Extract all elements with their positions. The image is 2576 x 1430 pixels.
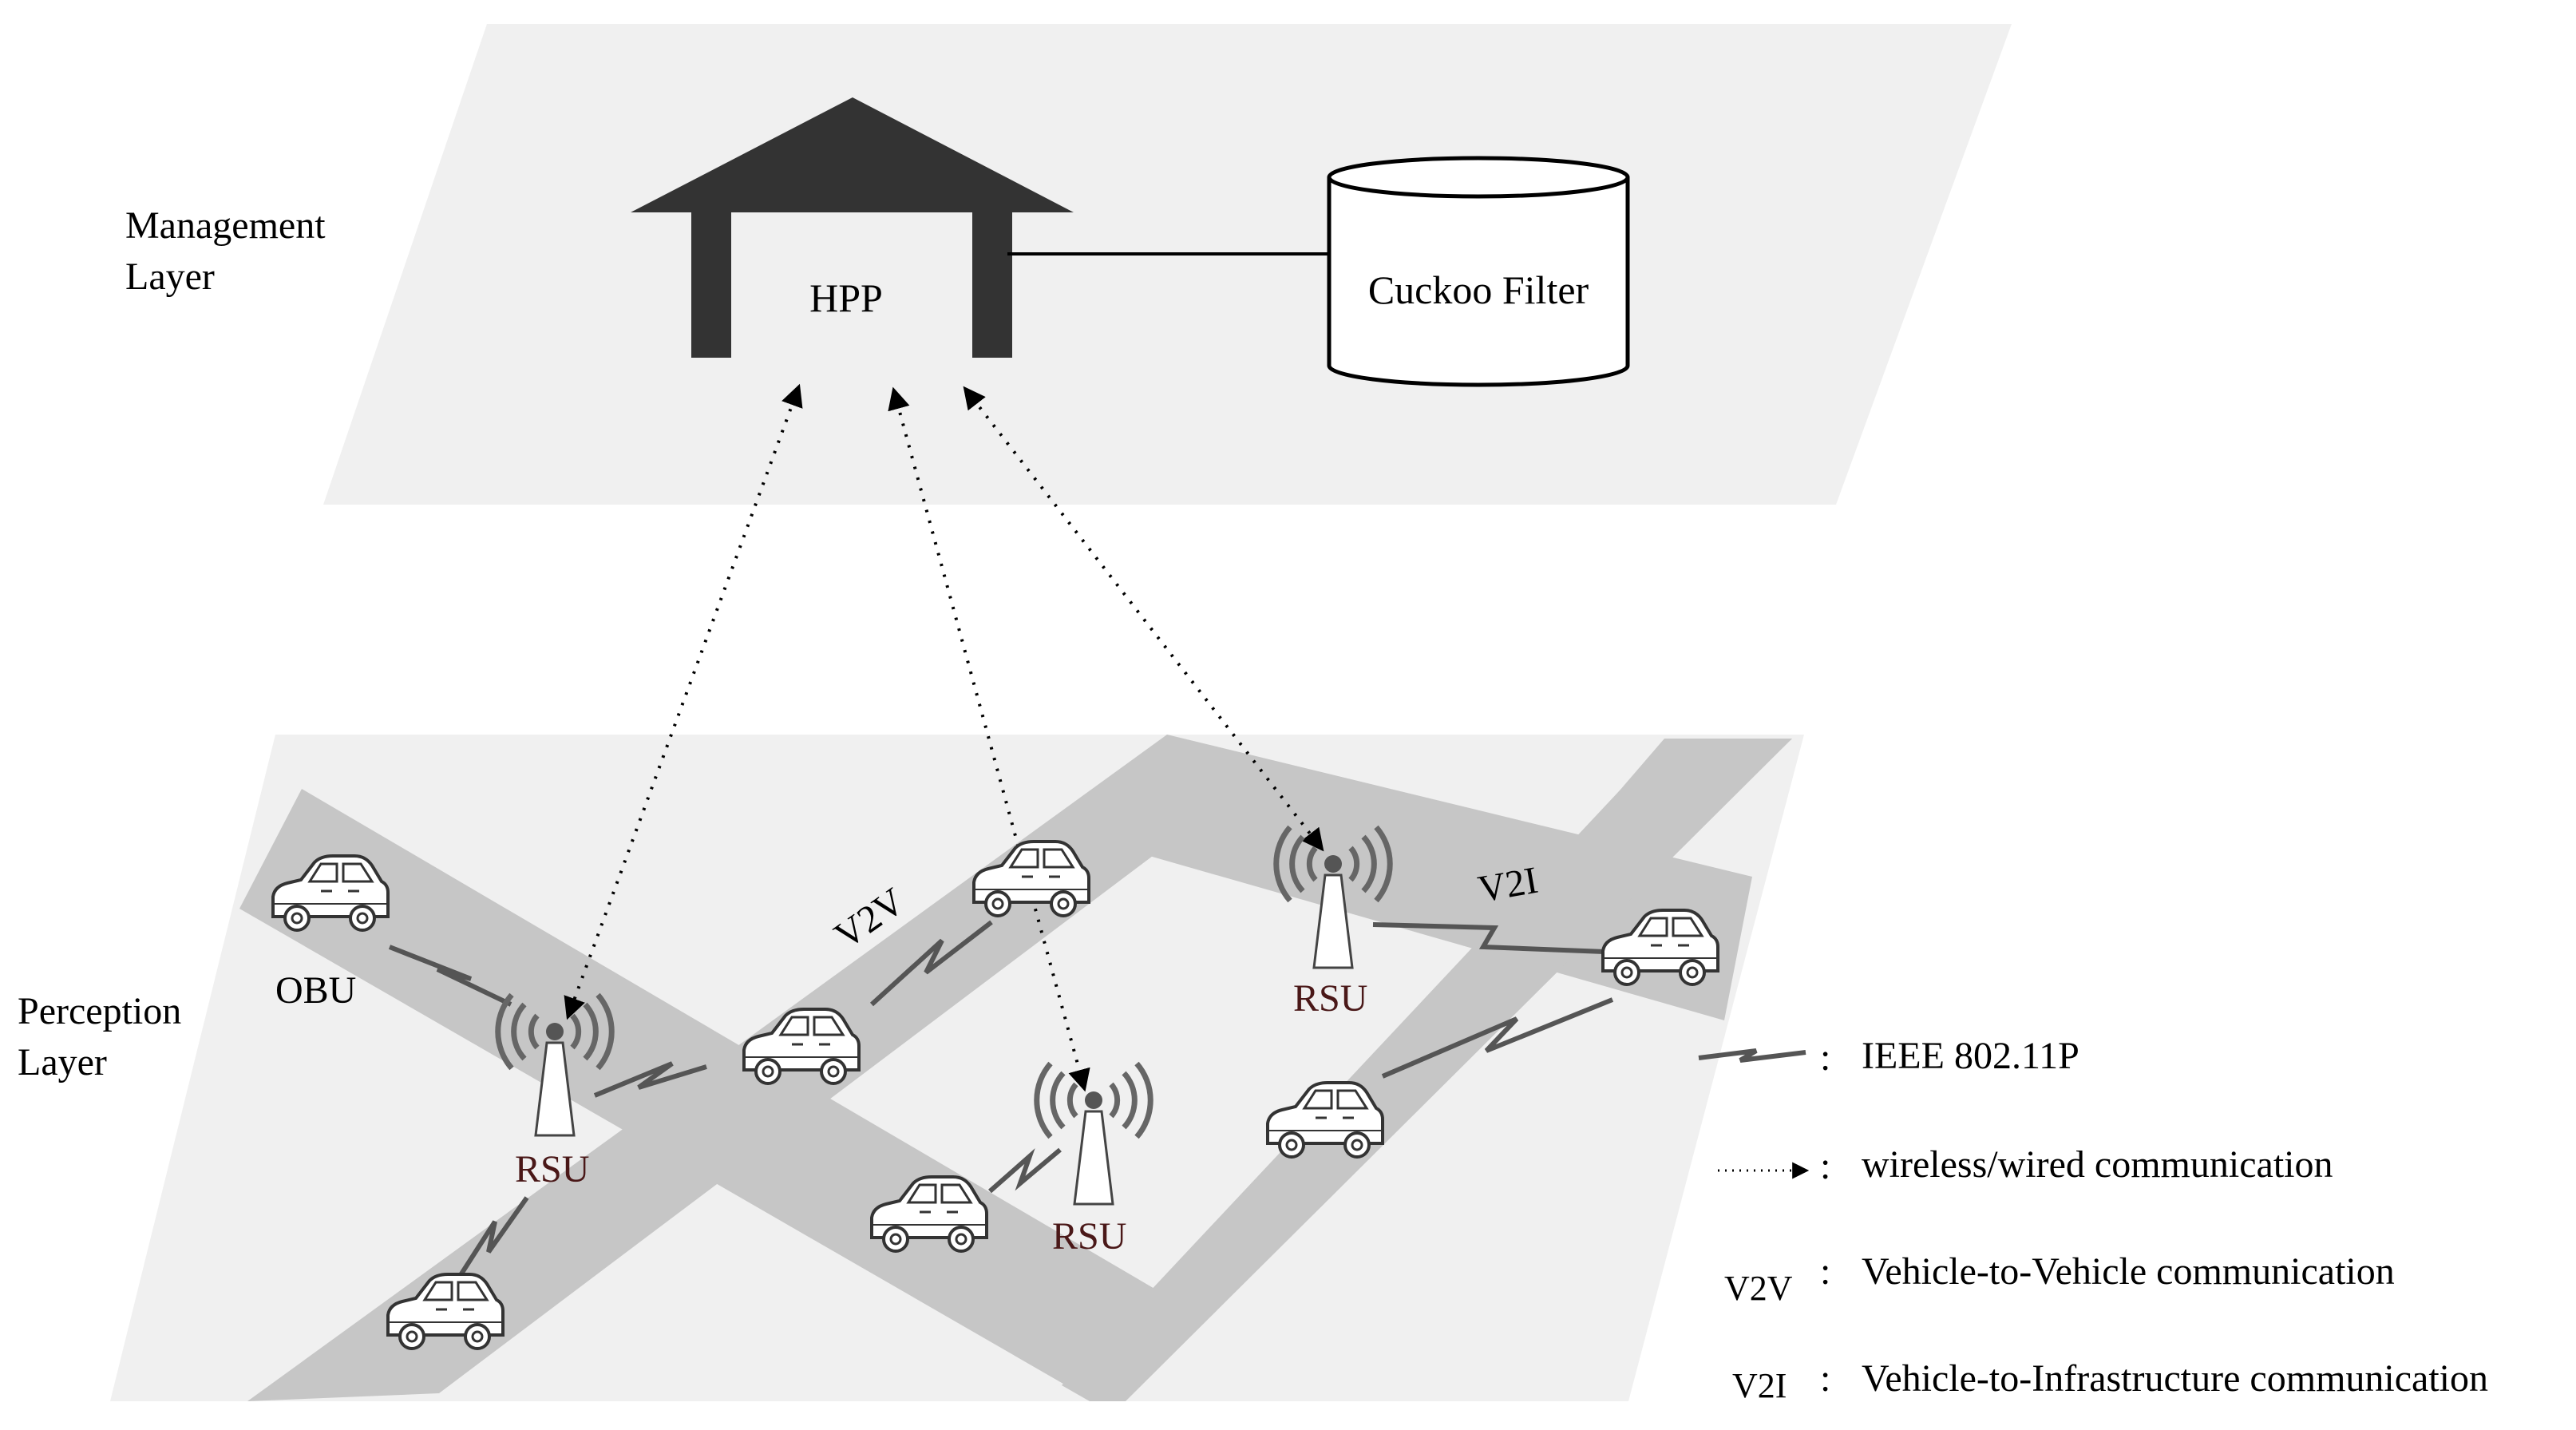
perception-layer-label: Perception Layer (18, 990, 191, 1083)
cuckoo-filter-database: Cuckoo Filter (1327, 156, 1630, 387)
hpp-left-wall (691, 211, 731, 358)
legend-separator-4: : (1820, 1357, 1830, 1400)
rsu-right-label: RSU (1293, 977, 1367, 1020)
management-layer-label: Management Layer (125, 204, 335, 298)
legend-text-v2v: Vehicle-to-Vehicle communication (1862, 1250, 2395, 1293)
zigzag-v2v (869, 920, 993, 1007)
legend-text-v2i: Vehicle-to-Infrastructure communication (1862, 1357, 2488, 1400)
v2i-label: V2I (1475, 859, 1541, 911)
legend-separator-1: : (1820, 1036, 1830, 1079)
rsu-left-label: RSU (515, 1148, 589, 1190)
legend-symbol-v2i: V2I (1732, 1366, 1787, 1405)
zigzag-obu-rsu (388, 945, 512, 1007)
legend-separator-2: : (1820, 1145, 1830, 1187)
legend-symbol-v2v: V2V (1724, 1269, 1793, 1308)
perception-layer-label-line2: Layer (18, 1041, 107, 1083)
hpp-roof (631, 97, 1074, 212)
hpp-node: HPP (631, 97, 1074, 358)
road-ascending-right-wide (1062, 739, 1792, 1401)
zigzag-rsu-car-center (593, 1061, 707, 1098)
legend-text-ieee: IEEE 802.11P (1862, 1035, 2079, 1077)
obu-label: OBU (275, 969, 356, 1012)
management-layer-label-line1: Management (125, 204, 326, 247)
legend-separator-3: : (1820, 1250, 1830, 1293)
zigzag-v2i (1372, 922, 1605, 954)
wireless-links (388, 920, 1614, 1279)
hpp-label: HPP (809, 275, 883, 320)
legend: : IEEE 802.11P : wireless/wired communic… (1698, 1035, 2488, 1405)
zigzag-rsu-bottom-car (457, 1196, 529, 1279)
legend-text-wireless: wireless/wired communication (1862, 1143, 2333, 1186)
zigzag-car-right (1381, 997, 1614, 1079)
cuckoo-filter-label: Cuckoo Filter (1368, 267, 1589, 312)
hpp-right-wall (972, 211, 1012, 358)
management-layer-label-line2: Layer (125, 255, 215, 298)
management-layer-plane (323, 24, 2012, 505)
zigzag-car-rsu-middle (988, 1147, 1062, 1194)
rsu-middle-label: RSU (1052, 1215, 1126, 1258)
legend-zigzag-icon (1698, 1048, 1806, 1063)
perception-layer-label-line1: Perception (18, 990, 181, 1032)
